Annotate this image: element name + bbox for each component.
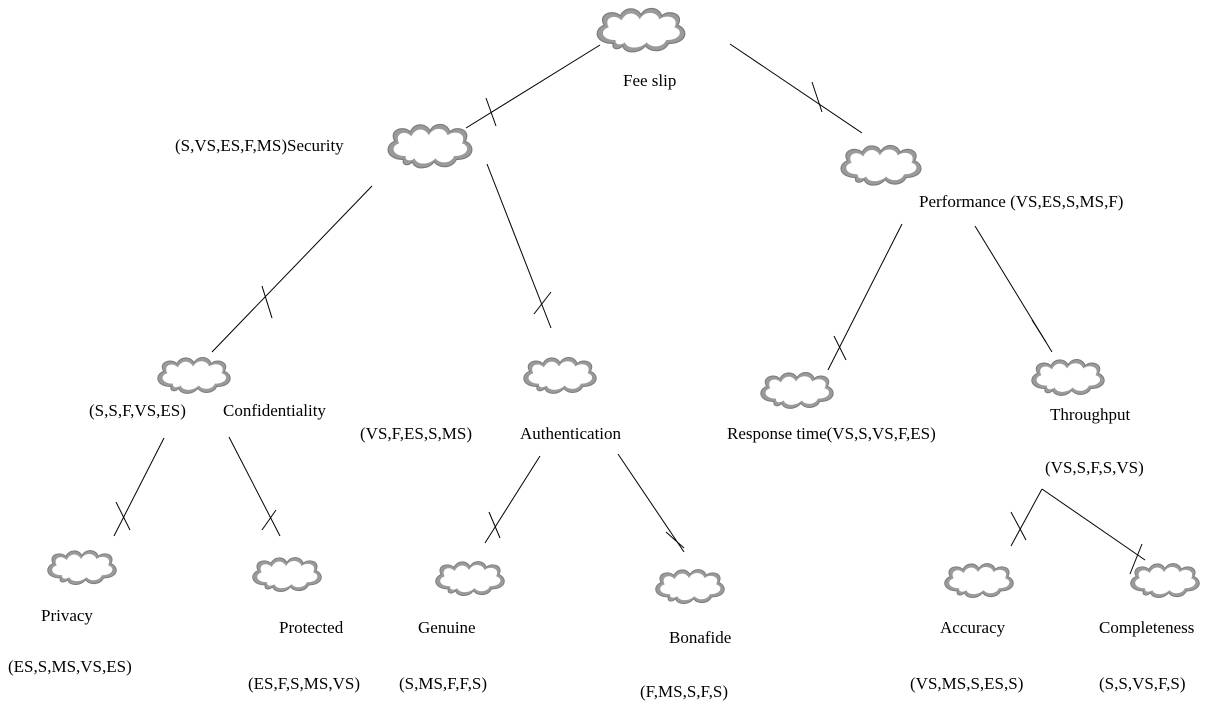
cloud-icon-accuracy bbox=[944, 563, 1014, 598]
label-response-time: Response time(VS,S,VS,F,ES) bbox=[727, 424, 936, 443]
label-privacy: Privacy bbox=[41, 606, 93, 625]
rating-privacy: (ES,S,MS,VS,ES) bbox=[8, 657, 132, 676]
rating-protected: (ES,F,S,MS,VS) bbox=[248, 674, 360, 693]
label-completeness: Completeness bbox=[1099, 618, 1194, 637]
rating-genuine: (S,MS,F,F,S) bbox=[399, 674, 487, 693]
cloud-icon-throughput bbox=[1031, 359, 1105, 396]
cloud-icon-genuine bbox=[435, 561, 505, 596]
label-throughput: Throughput bbox=[1050, 405, 1131, 424]
cloud-nodes bbox=[47, 7, 1200, 604]
cloud-icon-authentication bbox=[523, 357, 597, 394]
edge-authentication-genuine bbox=[484, 455, 541, 544]
edge-security-confidentiality bbox=[211, 185, 373, 353]
edge-throughput-accuracy bbox=[1010, 488, 1043, 547]
label-genuine: Genuine bbox=[418, 618, 476, 637]
edge-feeslip-security bbox=[465, 44, 601, 129]
cloud-icon-security bbox=[387, 123, 473, 169]
label-confidentiality: Confidentiality bbox=[223, 401, 326, 420]
cloud-icon-fee-slip bbox=[596, 7, 686, 53]
rating-authentication: (VS,F,ES,S,MS) bbox=[360, 424, 472, 443]
edge-authentication-bonafide bbox=[617, 453, 685, 553]
rating-completeness: (S,S,VS,F,S) bbox=[1099, 674, 1186, 693]
edge-security-authentication bbox=[486, 163, 552, 329]
edge-performance-throughput bbox=[974, 225, 1053, 353]
edge-confidentiality-protected bbox=[228, 436, 281, 537]
cloud-icon-confidentiality bbox=[157, 357, 231, 394]
cloud-icon-response-time bbox=[760, 372, 834, 409]
label-fee-slip: Fee slip bbox=[623, 71, 676, 90]
node-labels: Fee slip (S,VS,ES,F,MS)Security Performa… bbox=[8, 71, 1194, 701]
rating-bonafide: (F,MS,S,F,S) bbox=[640, 682, 728, 701]
cloud-icon-completeness bbox=[1130, 563, 1200, 598]
cloud-icon-bonafide bbox=[655, 569, 725, 604]
edge-confidentiality-privacy bbox=[113, 437, 165, 537]
rating-throughput: (VS,S,F,S,VS) bbox=[1045, 458, 1144, 477]
cloud-icon-privacy bbox=[47, 550, 117, 585]
edge-performance-responsetime bbox=[827, 223, 903, 371]
label-authentication: Authentication bbox=[520, 424, 622, 443]
edge-throughput-completeness bbox=[1041, 488, 1146, 575]
label-performance: Performance (VS,ES,S,MS,F) bbox=[919, 192, 1123, 211]
edges bbox=[113, 43, 1146, 575]
cloud-icon-protected bbox=[252, 557, 322, 592]
label-security: (S,VS,ES,F,MS)Security bbox=[175, 136, 344, 155]
label-bonafide: Bonafide bbox=[669, 628, 731, 647]
cloud-icon-performance bbox=[840, 144, 922, 186]
edge-feeslip-performance bbox=[729, 43, 863, 134]
label-accuracy: Accuracy bbox=[940, 618, 1006, 637]
rating-accuracy: (VS,MS,S,ES,S) bbox=[910, 674, 1023, 693]
label-protected: Protected bbox=[279, 618, 344, 637]
rating-confidentiality: (S,S,F,VS,ES) bbox=[89, 401, 186, 420]
